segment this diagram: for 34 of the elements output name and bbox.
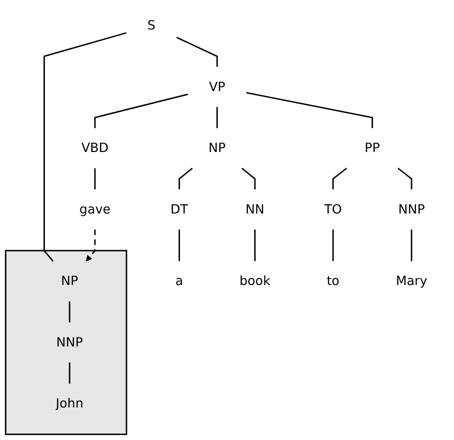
connector	[68, 362, 70, 384]
connector	[241, 168, 256, 190]
node-text: TO	[324, 202, 342, 217]
node-text: gave	[79, 202, 111, 217]
connector	[44, 32, 126, 262]
node-text: book	[239, 274, 270, 289]
node-text: a	[175, 274, 184, 289]
node-text: VBD	[81, 140, 109, 156]
connector	[216, 107, 218, 128]
node-text: Mary	[396, 274, 428, 289]
arrow	[86, 230, 96, 262]
connector	[410, 230, 412, 262]
node-text: S	[147, 18, 156, 34]
node-text: NN	[245, 202, 264, 217]
node-text: NNP	[56, 335, 83, 350]
connector	[254, 230, 256, 262]
connector	[94, 94, 188, 128]
cluster	[4, 250, 128, 436]
connector	[178, 168, 193, 190]
node-text: PP	[364, 140, 380, 156]
connector	[178, 230, 180, 262]
node-text: VP	[208, 80, 226, 94]
connector	[398, 168, 412, 190]
node-text: NP	[61, 274, 78, 289]
node-text: NNP	[398, 202, 425, 217]
connector	[246, 92, 373, 128]
connector	[68, 301, 70, 322]
connector	[94, 168, 96, 190]
connector	[332, 168, 348, 190]
connector	[176, 36, 218, 67]
node-text: to	[326, 274, 340, 289]
node-text: NP	[208, 140, 226, 156]
connector	[332, 230, 334, 262]
node-text: DT	[170, 202, 188, 217]
